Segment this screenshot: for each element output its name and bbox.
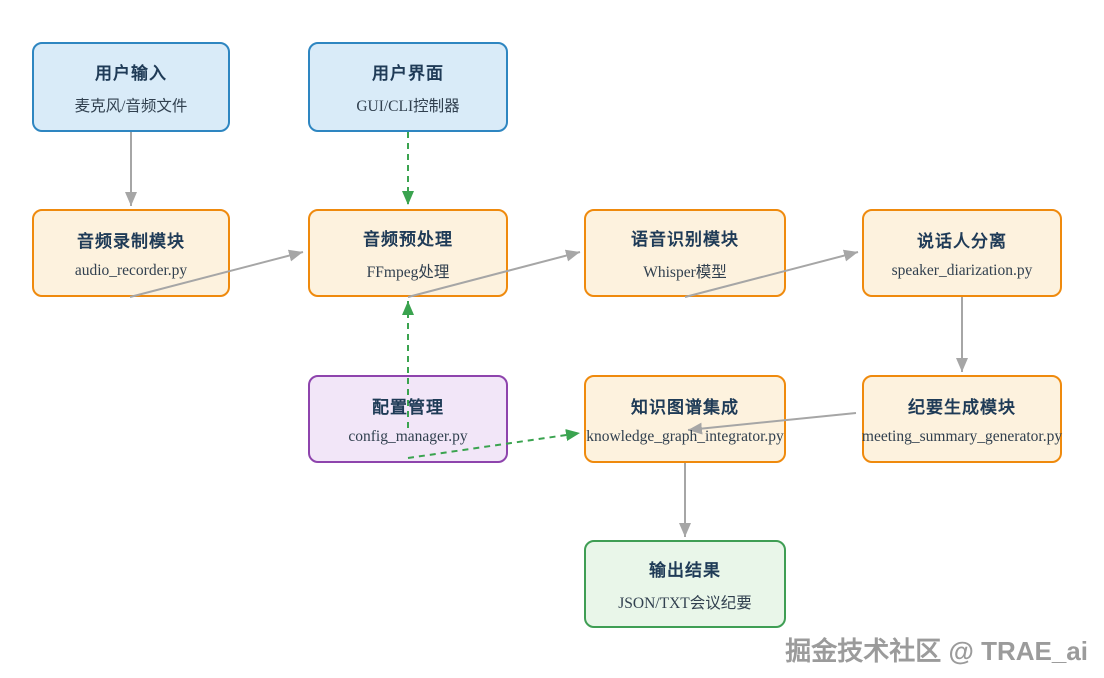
node-title: 知识图谱集成 [631, 397, 739, 417]
node-user-interface: 用户界面 GUI/CLI控制器 [308, 42, 508, 132]
node-subtitle: Whisper模型 [643, 263, 727, 281]
node-subtitle: JSON/TXT会议纪要 [618, 594, 752, 612]
node-audio-recorder: 音频录制模块 audio_recorder.py [32, 209, 230, 297]
node-title: 用户界面 [372, 63, 444, 83]
node-title: 音频预处理 [363, 229, 453, 249]
node-subtitle: GUI/CLI控制器 [356, 97, 460, 115]
watermark: 掘金技术社区 @ TRAE_ai [785, 636, 1088, 666]
node-subtitle: config_manager.py [348, 427, 468, 445]
node-output-result: 输出结果 JSON/TXT会议纪要 [584, 540, 786, 628]
node-title: 用户输入 [95, 63, 167, 83]
node-audio-preprocess: 音频预处理 FFmpeg处理 [308, 209, 508, 297]
node-config-manager: 配置管理 config_manager.py [308, 375, 508, 463]
node-subtitle: 麦克风/音频文件 [74, 97, 188, 115]
node-subtitle: knowledge_graph_integrator.py [586, 427, 784, 445]
node-summary-generator: 纪要生成模块 meeting_summary_generator.py [862, 375, 1062, 463]
node-title: 音频录制模块 [77, 231, 185, 251]
node-user-input: 用户输入麦克风/音频文件 [32, 42, 230, 132]
node-subtitle: meeting_summary_generator.py [861, 427, 1063, 445]
node-subtitle: FFmpeg处理 [366, 263, 450, 281]
node-speech-recognition: 语音识别模块 Whisper模型 [584, 209, 786, 297]
node-subtitle: audio_recorder.py [74, 261, 188, 279]
node-title: 纪要生成模块 [908, 397, 1016, 417]
node-title: 说话人分离 [917, 231, 1007, 251]
node-speaker-diarization: 说话人分离 speaker_diarization.py [862, 209, 1062, 297]
node-subtitle: speaker_diarization.py [891, 261, 1033, 279]
node-title: 输出结果 [649, 560, 721, 580]
node-title: 配置管理 [372, 397, 444, 417]
node-knowledge-graph-integrator: 知识图谱集成 knowledge_graph_integrator.py [584, 375, 786, 463]
node-title: 语音识别模块 [631, 229, 739, 249]
